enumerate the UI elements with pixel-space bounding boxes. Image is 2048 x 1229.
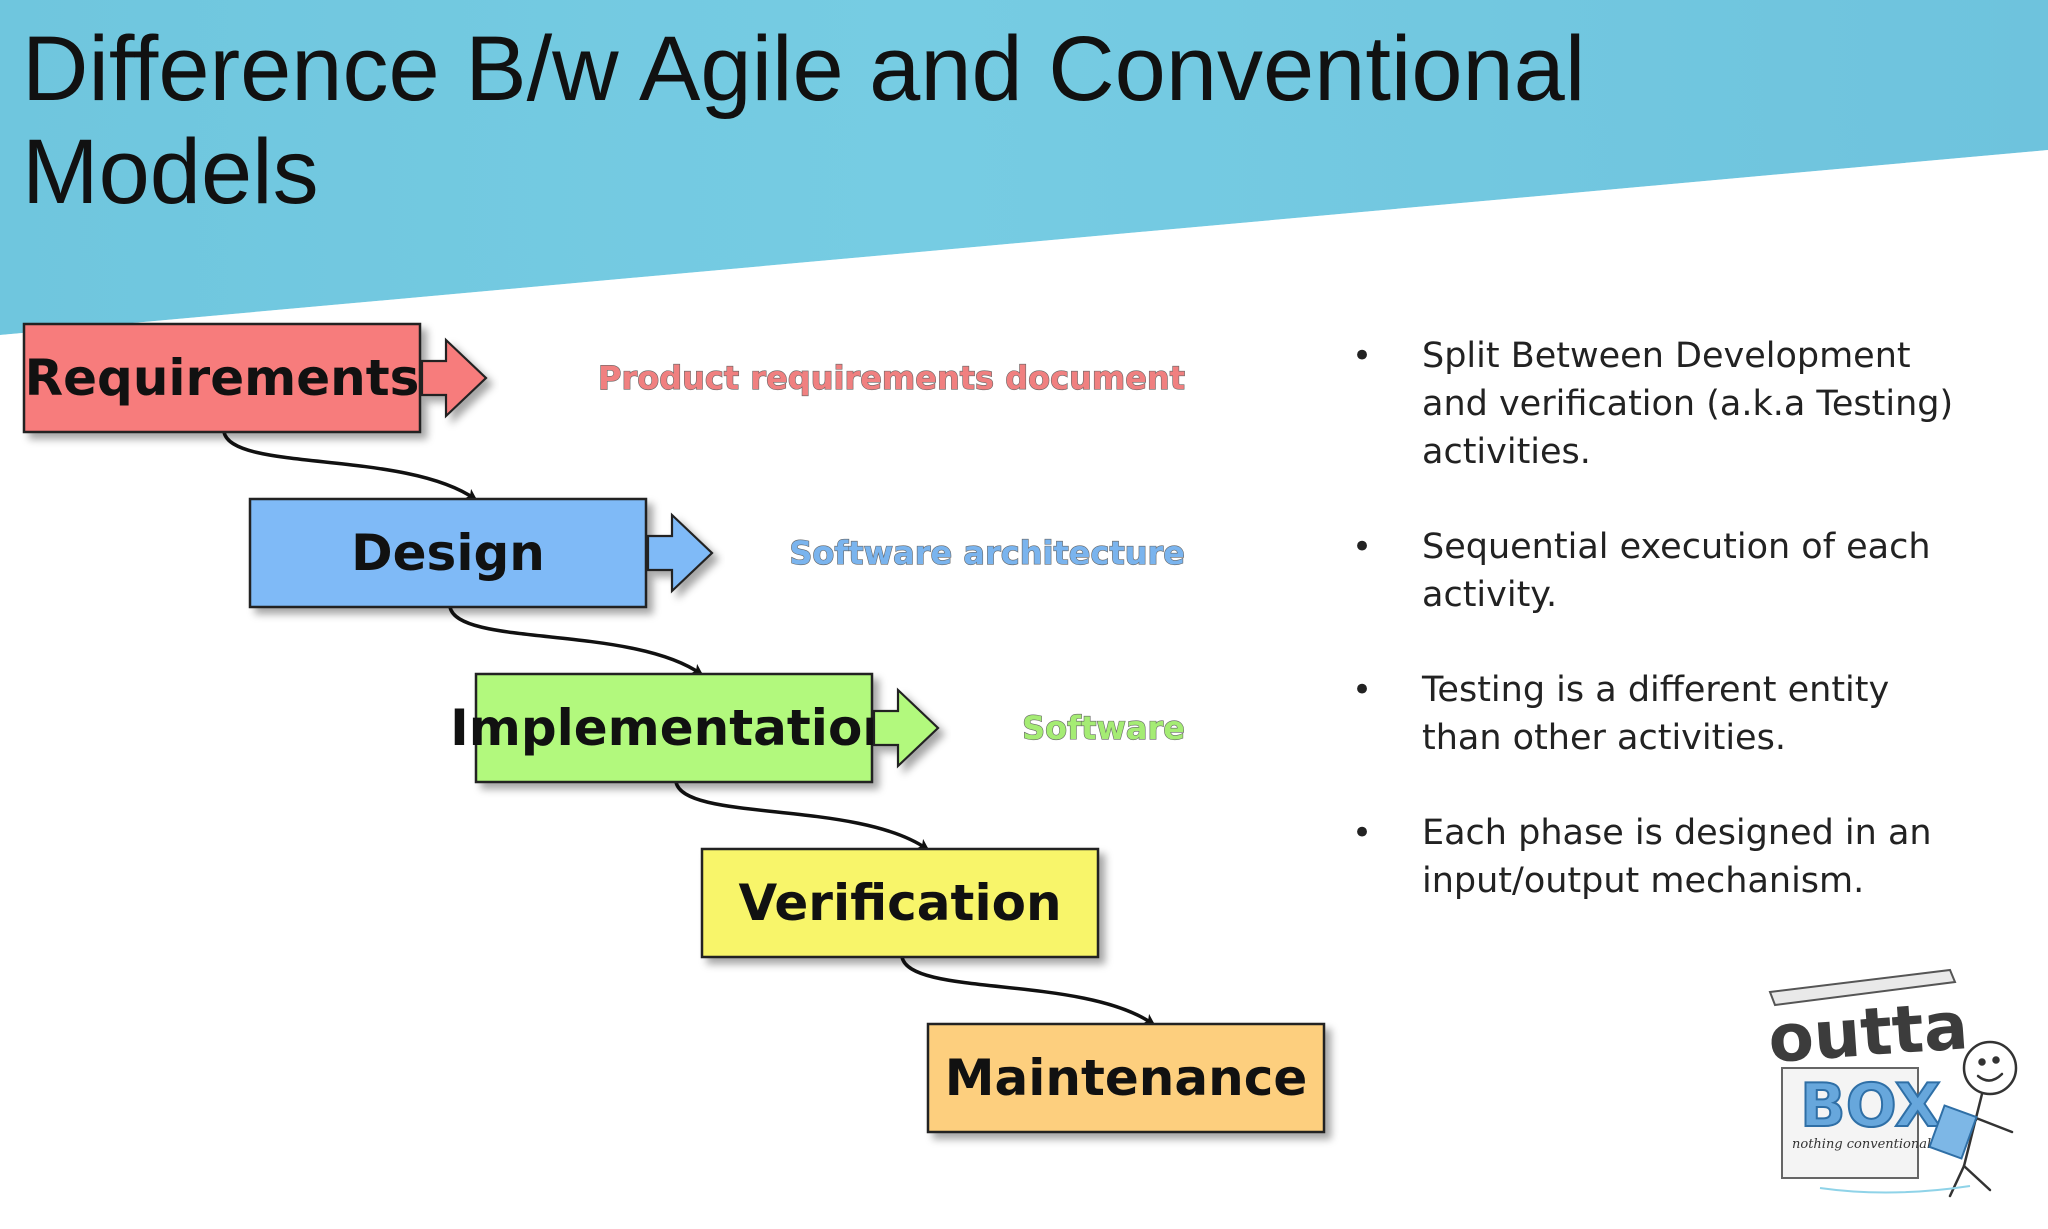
waterfall-diagram: RequirementsDesignImplementationVerifica… (0, 0, 1360, 1229)
connector-arrow (902, 957, 1153, 1024)
bullet-text: Testing is a different entity than other… (1422, 670, 1889, 758)
phase-requirements: Requirements (24, 324, 486, 432)
bullet-marker: • (1350, 332, 1374, 380)
artifact-label: Software architecture (789, 534, 1185, 572)
phase-label: Requirements (25, 349, 420, 407)
phase-label: Verification (738, 874, 1061, 932)
output-arrow (648, 515, 712, 591)
logo-word-outta: outta (1766, 987, 1971, 1078)
bullet-item: • Sequential execution of each activity. (1350, 523, 1970, 619)
artifact-label: Product requirements document (598, 359, 1185, 397)
phase-verification: Verification (702, 849, 1098, 957)
logo-ground (1820, 1186, 1970, 1193)
outta-box-logo: outta BOX nothing conventional (1750, 960, 2030, 1210)
connector-arrow (676, 782, 927, 849)
bullet-item: • Testing is a different entity than oth… (1350, 666, 1970, 762)
bullet-item: • Each phase is designed in an input/out… (1350, 809, 1970, 905)
connector-arrow (224, 432, 475, 499)
phase-label: Implementation (450, 699, 898, 757)
phase-label: Maintenance (945, 1049, 1308, 1107)
logo-word-box: BOX (1800, 1071, 1941, 1141)
bullet-text: Sequential execution of each activity. (1422, 527, 1931, 615)
phase-label: Design (351, 524, 545, 582)
artifact-label: Software (1022, 709, 1185, 747)
phase-design: Design (250, 499, 712, 607)
phase-maintenance: Maintenance (928, 1024, 1324, 1132)
bullet-marker: • (1350, 523, 1374, 571)
bullet-marker: • (1350, 666, 1374, 714)
bullet-list: • Split Between Development and verifica… (1350, 332, 1970, 952)
output-arrow (422, 340, 486, 416)
bullet-text: Split Between Development and verificati… (1422, 336, 1953, 472)
bullet-text: Each phase is designed in an input/outpu… (1422, 813, 1932, 901)
bullet-marker: • (1350, 809, 1374, 857)
logo-tagline: nothing conventional (1792, 1137, 1931, 1152)
phase-implementation: Implementation (450, 674, 938, 782)
connector-arrow (450, 607, 701, 674)
bullet-item: • Split Between Development and verifica… (1350, 332, 1970, 476)
